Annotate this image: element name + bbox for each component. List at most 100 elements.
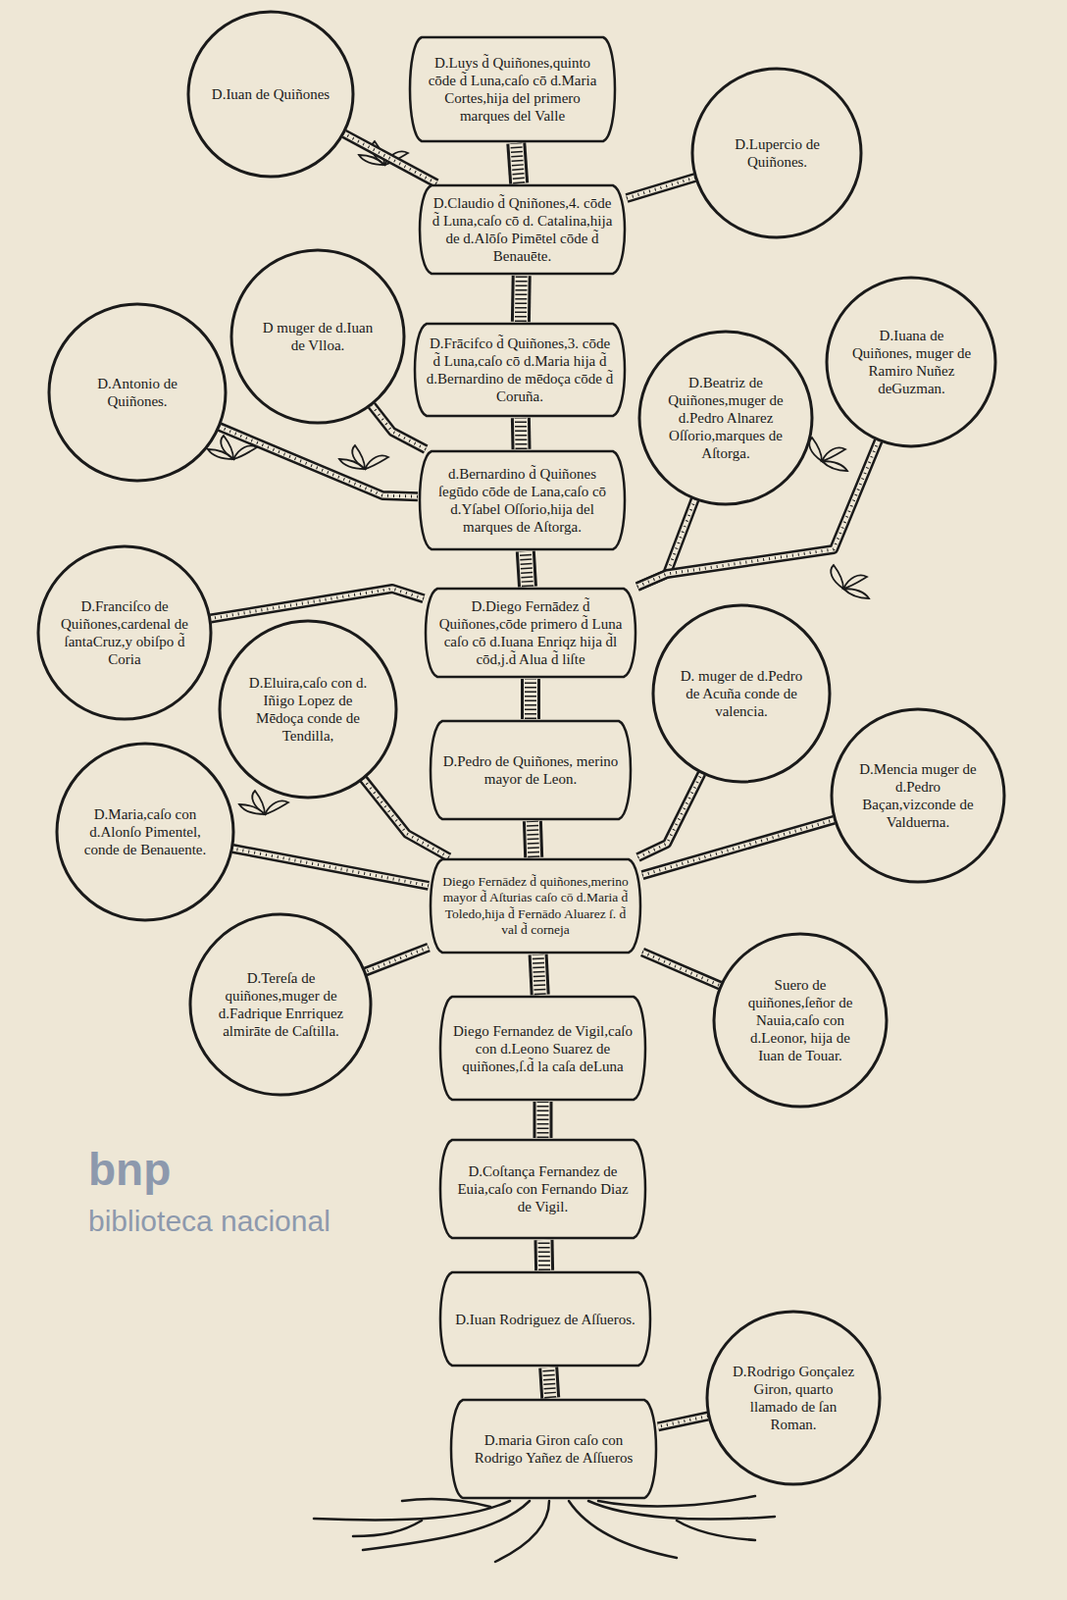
branch-hatching (626, 177, 696, 199)
branch-fill (642, 952, 720, 986)
branch-outline (532, 820, 534, 858)
person-text: D.Franciſco de Quiñones,cardenal de ſant… (60, 597, 189, 668)
person-text: D.Antonio de Quiñones. (72, 374, 203, 410)
trunk-hatching (538, 954, 541, 995)
person-text: D.Tereſa de quiñones,muger de d.Fadrique… (214, 968, 348, 1040)
trunk-segment (530, 678, 532, 719)
person-scroll: D.Frācifco d̃ Quiñones,3. cōde d̃ Luna,c… (412, 321, 627, 418)
circle-outline (824, 275, 998, 449)
branch-hatching (210, 588, 424, 619)
person-scroll: Diego Fernādez d̃ quiñones,merino mayor … (428, 857, 643, 955)
trunk-hatching (524, 678, 537, 719)
branch-fill (515, 143, 519, 184)
person-circle: D.Antonio de Quiñones. (47, 302, 228, 483)
branch-outline (534, 1239, 556, 1271)
circle-border (639, 331, 813, 505)
branch-hatching (232, 848, 429, 886)
person-text: D.Frācifco d̃ Quiñones,3. cōde d̃ Luna,c… (425, 334, 614, 406)
trunk-segment (543, 1239, 546, 1271)
person-text: D.Lupercio de Quiñones. (714, 135, 840, 171)
branch-hatching (638, 773, 703, 859)
branch-fill (538, 954, 541, 995)
circle-border (831, 709, 1005, 882)
trunk-hatching (532, 820, 534, 858)
person-scroll: d.Bernardino d̃ Quiñones ſegūdo cōde de … (417, 449, 627, 552)
circle-border (653, 605, 830, 782)
person-text: Diego Fernandez de Vigil,caſo con d.Leon… (451, 1021, 635, 1075)
person-text: D.Maria,caſo con d.Alonſo Pimentel, cond… (80, 805, 210, 859)
circle-border (188, 11, 354, 177)
person-text: D.Rodrigo Gonçalez Giron, quarto llamado… (729, 1362, 858, 1433)
person-circle: D.Mencia muger de d.Pedro Baçan,vizconde… (829, 707, 1007, 884)
branch-outline (510, 275, 532, 322)
branch-fill (642, 819, 835, 875)
person-scroll: D.Pedro de Quiñones, merino mayor de Leo… (428, 718, 633, 821)
branch-outline (525, 551, 528, 587)
branch-fill (523, 678, 538, 719)
tree-roots (313, 1495, 775, 1562)
branch-outline (365, 947, 429, 972)
person-text: D. muger de d.Pedro de Acuña conde de va… (676, 666, 807, 720)
root (568, 1500, 677, 1558)
circle-border (190, 914, 371, 1095)
branch-hatching (371, 405, 426, 450)
person-scroll: D.maria Giron caſo con Rodrigo Yañez de … (449, 1397, 659, 1500)
person-circle: D.Rodrigo Gonçalez Giron, quarto llamado… (705, 1309, 882, 1486)
scroll-border (425, 588, 636, 677)
circle-border (49, 304, 226, 481)
person-scroll: D.Coſtança Fernandez de Euia,caſo con Fe… (438, 1137, 648, 1240)
trunk-segment (525, 551, 528, 587)
scroll-border (430, 720, 631, 819)
person-scroll: D.Iuan Rodriguez de Aſſueros. (438, 1270, 653, 1368)
leaf-tufts (207, 141, 869, 814)
person-circle: D. muger de d.Pedro de Acuña conde de va… (651, 603, 832, 784)
person-circle: D.Tereſa de quiñones,muger de d.Fadrique… (188, 912, 373, 1097)
person-scroll: Diego Fernandez de Vigil,caſo con d.Leon… (438, 994, 648, 1102)
trunk-segment (519, 417, 522, 450)
person-text: D.Eluira,caſo con d. Iñigo Lopez de Mēdo… (243, 673, 373, 745)
scroll-border (451, 1399, 657, 1498)
branch-hatching (642, 952, 720, 986)
leaf-tuft (339, 445, 389, 469)
person-scroll: D.Diego Fernādez d̃ Quiñones,cōde primer… (423, 586, 638, 679)
branch (638, 773, 703, 859)
person-text: D.Beatriz de Quiñones,muger de d.Pedro A… (661, 373, 790, 462)
scroll-border (440, 1139, 646, 1238)
branch (232, 848, 429, 886)
person-text: D.Claudio d̃ Qniñones,4. cōde d̃ Luna,ca… (430, 194, 614, 265)
circle-outline (690, 66, 864, 240)
branch-outline (515, 143, 519, 184)
person-scroll: D.Claudio d̃ Qniñones,4. cōde d̃ Luna,ca… (417, 183, 627, 276)
circle-outline (229, 248, 407, 425)
scroll-border (414, 323, 625, 416)
branch-fill (210, 588, 424, 619)
person-circle: D.Beatriz de Quiñones,muger de d.Pedro A… (637, 329, 814, 507)
branch (642, 952, 720, 986)
trunk-segment (515, 143, 519, 184)
branch (658, 1416, 709, 1427)
branch-fill (365, 947, 429, 972)
branch-outline (638, 773, 703, 859)
person-text: D.Iuan de Quiñones (209, 85, 332, 103)
root (402, 1498, 491, 1507)
branch-outline (510, 417, 532, 450)
person-circle: D.Franciſco de Quiñones,cardenal de ſant… (36, 544, 213, 721)
scroll-border (430, 859, 641, 953)
branch-fill (525, 551, 528, 587)
person-text: D.maria Giron caſo con Rodrigo Yañez de … (461, 1430, 646, 1467)
person-circle: D.Maria,caſo con d.Alonſo Pimentel, cond… (54, 741, 236, 922)
scroll-border (409, 37, 615, 142)
branch-outline (520, 678, 541, 719)
branch-outline (642, 952, 720, 986)
branch-outline (371, 405, 426, 450)
branch-fill (219, 426, 418, 497)
trunk-segment (542, 1101, 544, 1138)
person-circle: Suero de quiñones,ſeñor de Nauia,caſo co… (711, 931, 889, 1109)
trunk-segment (532, 820, 534, 858)
branch-outline (626, 177, 696, 199)
trunk-hatching (515, 143, 519, 184)
branch (626, 177, 696, 199)
branch-outline (219, 426, 418, 497)
branch-fill (371, 405, 426, 450)
person-text: D.Mencia muger de d.Pedro Baçan,vizconde… (854, 760, 982, 831)
